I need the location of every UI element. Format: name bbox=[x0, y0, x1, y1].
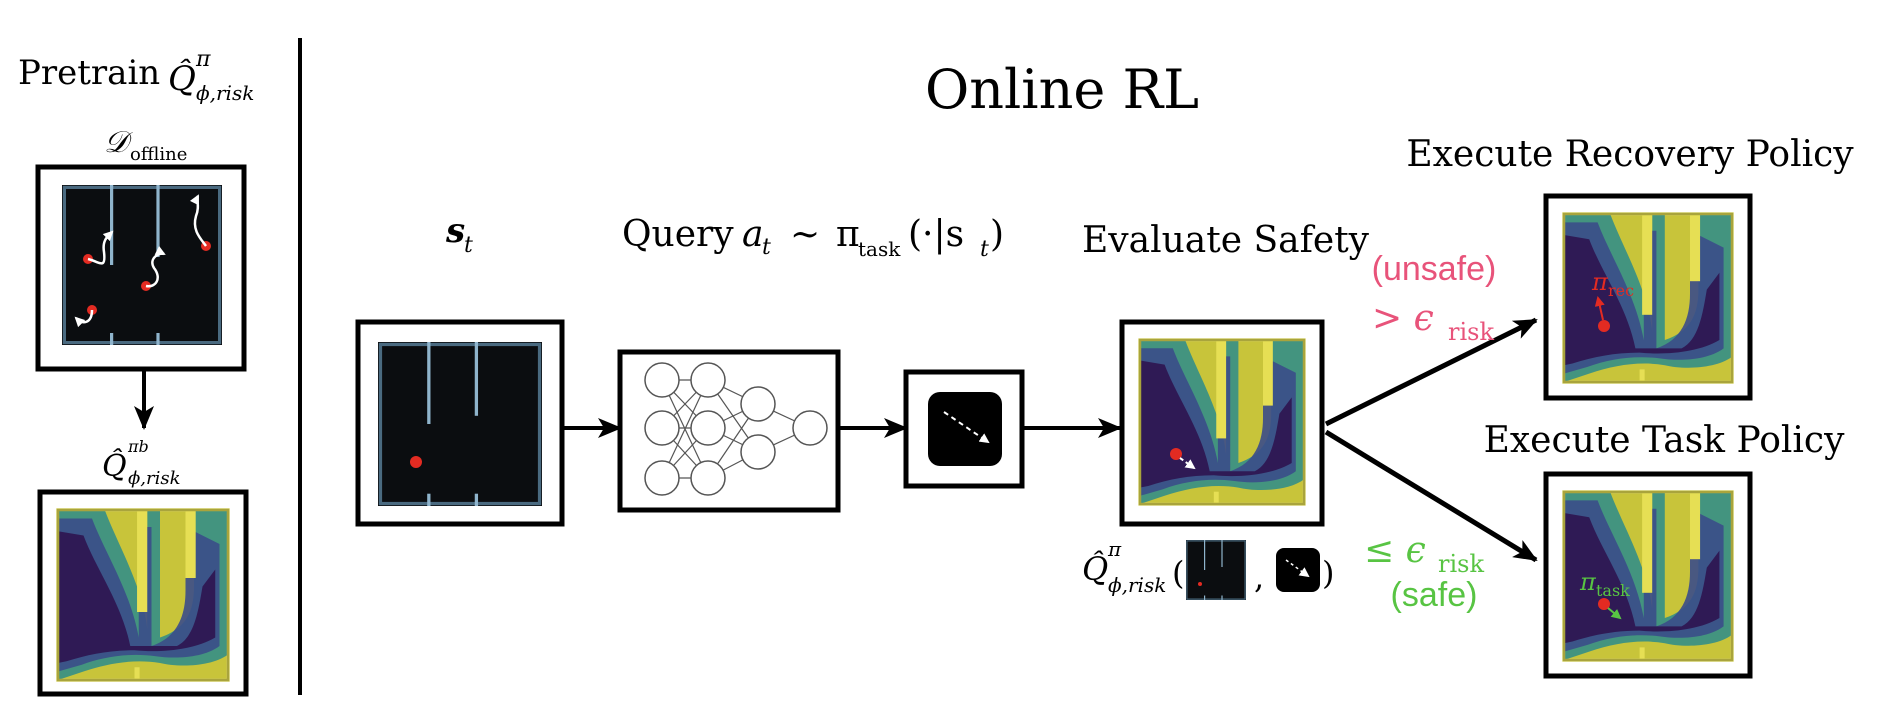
query-args: (·|s bbox=[908, 214, 964, 255]
agent-dot bbox=[1598, 320, 1610, 332]
network-nodes bbox=[644, 362, 828, 496]
query-args-close: ) bbox=[990, 214, 1004, 255]
eval-q-symbol: Q̂ bbox=[1082, 550, 1108, 588]
eval-mini-state bbox=[1185, 539, 1247, 601]
unsafe-cond: > ϵ bbox=[1372, 298, 1434, 339]
query-label: Query a t ∼ π task (·|s t ) bbox=[622, 214, 1004, 262]
task-pi: π bbox=[1579, 568, 1597, 596]
recovery-title: Execute Recovery Policy bbox=[1406, 134, 1854, 175]
pretrained-q-sup: πb bbox=[127, 437, 149, 456]
eval-open-paren: ( bbox=[1172, 554, 1184, 592]
query-prefix: Query bbox=[622, 214, 734, 255]
recovery-pi-sub: rec bbox=[1608, 281, 1634, 300]
eval-comma: , bbox=[1254, 558, 1264, 596]
recovery-heatmap-panel: π rec bbox=[1543, 193, 1753, 401]
state-sub: t bbox=[464, 233, 473, 258]
pretrain-q-sup: π bbox=[195, 47, 211, 72]
safe-cond: ≤ ϵ bbox=[1364, 530, 1426, 571]
query-args-sub: t bbox=[980, 237, 989, 262]
eval-mini-action bbox=[1276, 548, 1320, 592]
task-heatmap-panel: π task bbox=[1543, 471, 1753, 679]
safe-condition: ≤ ϵ risk (safe) bbox=[1364, 530, 1484, 614]
query-tilde: ∼ bbox=[790, 214, 820, 255]
safe-word: (safe) bbox=[1391, 576, 1478, 614]
online-rl-title: Online RL bbox=[925, 58, 1199, 121]
dataset-symbol: 𝒟 bbox=[104, 125, 133, 160]
query-pi-sub: task bbox=[858, 237, 901, 261]
agent-dot bbox=[1170, 448, 1182, 460]
eval-q-expression: Q̂ π ϕ,risk ( , ) bbox=[1082, 537, 1334, 601]
eval-q-sup: π bbox=[1107, 537, 1122, 561]
pretrain-q-symbol: Q̂ bbox=[168, 58, 196, 99]
pretrained-q-label: Q̂ πb ϕ,risk bbox=[102, 437, 181, 489]
query-pi: π bbox=[836, 214, 860, 255]
pretrain-title-prefix: Pretrain bbox=[18, 53, 160, 93]
safe-branch-arrow bbox=[1324, 429, 1538, 563]
unsafe-condition: (unsafe) > ϵ risk bbox=[1372, 250, 1497, 346]
query-action-sub: t bbox=[762, 235, 771, 260]
unsafe-cond-sub: risk bbox=[1448, 318, 1494, 346]
unsafe-word: (unsafe) bbox=[1372, 250, 1497, 288]
policy-network-panel bbox=[617, 349, 841, 513]
evaluate-safety-title: Evaluate Safety bbox=[1082, 220, 1370, 261]
eval-close-paren: ) bbox=[1322, 554, 1334, 592]
agent-dot bbox=[1598, 598, 1610, 610]
pretrained-heatmap-panel bbox=[37, 489, 249, 697]
agent-dot bbox=[410, 456, 422, 468]
unsafe-branch-arrow bbox=[1324, 317, 1538, 427]
eval-heatmap-panel bbox=[1119, 319, 1325, 527]
query-action: a bbox=[742, 214, 763, 255]
eval-q-sub: ϕ,risk bbox=[1108, 573, 1166, 597]
pretrained-q-symbol: Q̂ bbox=[102, 449, 127, 484]
state-panel bbox=[355, 319, 565, 527]
state-symbol: s bbox=[445, 211, 465, 251]
pretrain-title: Pretrain Q̂ π ϕ,risk bbox=[18, 47, 254, 105]
state-label: s t bbox=[445, 211, 473, 258]
action-panel bbox=[903, 369, 1025, 489]
safe-cond-sub: risk bbox=[1438, 550, 1484, 578]
offline-dataset-panel bbox=[35, 164, 247, 372]
task-pi-sub: task bbox=[1596, 581, 1630, 600]
pretrain-q-sub: ϕ,risk bbox=[196, 81, 254, 105]
dataset-sub: offline bbox=[130, 144, 187, 165]
dataset-label: 𝒟 offline bbox=[104, 125, 187, 165]
recovery-pi: π bbox=[1591, 268, 1609, 296]
pretrained-q-sub: ϕ,risk bbox=[128, 468, 181, 489]
task-title: Execute Task Policy bbox=[1484, 420, 1845, 461]
